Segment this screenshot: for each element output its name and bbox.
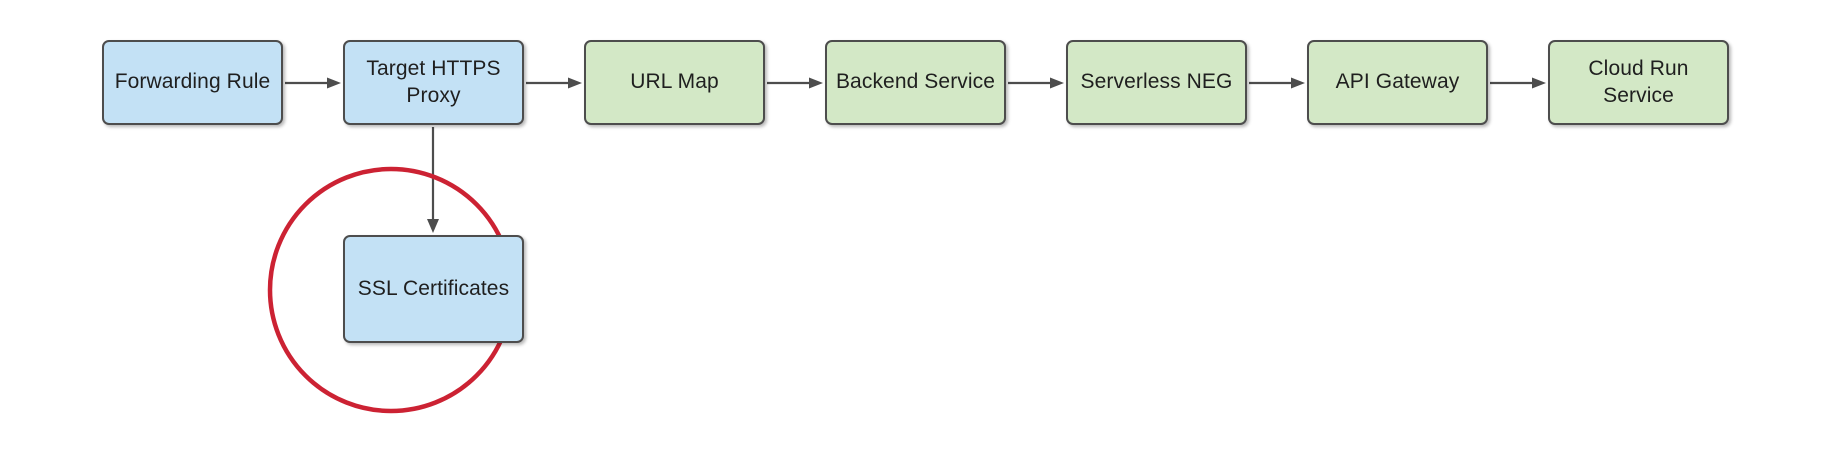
- edge-proxy-to-ssl: [427, 127, 439, 233]
- node-label: Serverless NEG: [1080, 70, 1233, 94]
- node-label: Cloud Run Service: [1588, 57, 1689, 107]
- node-label: URL Map: [630, 70, 719, 94]
- edge-proxy-to-urlmap: [526, 77, 582, 89]
- node-api-gateway[interactable]: API Gateway: [1307, 40, 1488, 125]
- edge-backend-to-neg: [1008, 77, 1064, 89]
- node-target-https-proxy[interactable]: Target HTTPS Proxy: [343, 40, 524, 125]
- node-backend-service[interactable]: Backend Service: [825, 40, 1006, 125]
- node-label: Forwarding Rule: [114, 70, 271, 94]
- edge-urlmap-to-backend: [767, 77, 823, 89]
- edge-forwarding-to-proxy: [285, 77, 341, 89]
- node-cloud-run-service[interactable]: Cloud Run Service: [1548, 40, 1729, 125]
- node-forwarding-rule[interactable]: Forwarding Rule: [102, 40, 283, 125]
- node-label: Target HTTPS Proxy: [366, 57, 501, 107]
- edge-gateway-to-cloudrun: [1490, 77, 1546, 89]
- edge-neg-to-gateway: [1249, 77, 1305, 89]
- node-label: Backend Service: [835, 70, 996, 94]
- node-url-map[interactable]: URL Map: [584, 40, 765, 125]
- node-ssl-certificates[interactable]: SSL Certificates: [343, 235, 524, 343]
- node-serverless-neg[interactable]: Serverless NEG: [1066, 40, 1247, 125]
- node-label: API Gateway: [1335, 70, 1460, 94]
- node-label: SSL Certificates: [357, 276, 510, 300]
